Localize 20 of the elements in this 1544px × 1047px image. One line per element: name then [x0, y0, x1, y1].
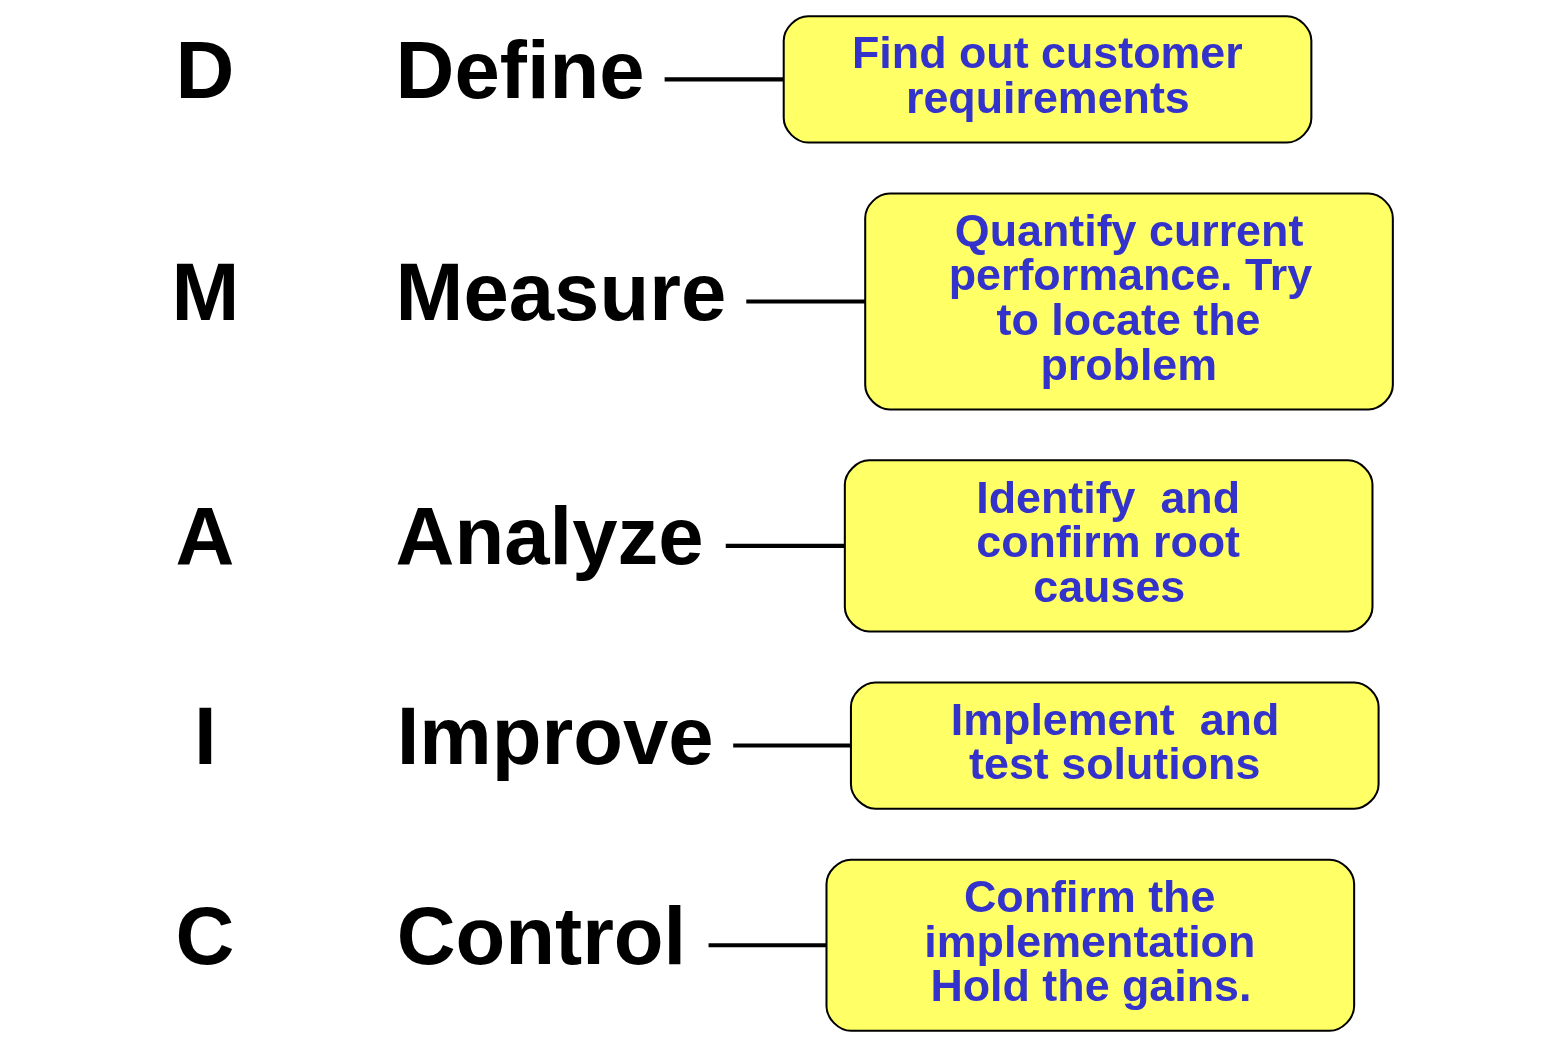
node-box: Confirm the implementation Hold the gains.: [825, 858, 1356, 1032]
node-text: Control: [396, 889, 687, 981]
label: C: [175, 889, 235, 981]
node-box: Implement and test solutions: [849, 681, 1380, 810]
node-text: Improve: [396, 689, 714, 781]
connector: [708, 943, 827, 948]
node-text: Analyze: [395, 490, 704, 582]
node-box: Identify and confirm root causes: [843, 459, 1374, 633]
connector: [746, 299, 866, 304]
label: A: [175, 490, 235, 582]
label: D: [175, 23, 235, 115]
connector: [725, 543, 845, 548]
node-text: Define: [395, 23, 645, 115]
label: M: [171, 245, 240, 337]
connector: [664, 77, 784, 82]
node-text: Measure: [395, 245, 727, 337]
node-box: Quantify current performance. Try to locate the problem: [864, 192, 1394, 411]
node-box: Find out customer requirements: [782, 15, 1313, 144]
label: I: [193, 689, 217, 781]
connector: [733, 743, 851, 748]
